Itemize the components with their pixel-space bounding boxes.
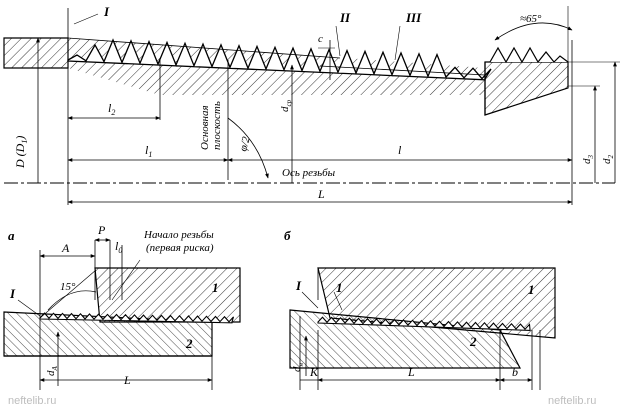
d3-label: d3 (581, 155, 595, 165)
view-b-L-label: L (407, 365, 415, 379)
base-plane-label-2: плоскость (211, 101, 223, 150)
c-label: c (318, 33, 323, 45)
zone-iii-label: III (405, 10, 422, 25)
zone-ii-label: II (339, 10, 351, 25)
angle-65-label: ≈65° (520, 13, 542, 25)
watermark-left: neftelib.ru (8, 395, 56, 407)
phi-label: φ/2 (237, 135, 253, 153)
view-a-coupling (94, 267, 241, 323)
dA-label: dA (45, 366, 59, 377)
thread-axis-label: Ось резьбы (282, 167, 336, 179)
watermark-right: neftelib.ru (548, 395, 596, 407)
coupling-teeth (489, 46, 569, 64)
l1-label: l1 (145, 143, 152, 159)
angle-15-label: 15° (60, 281, 76, 293)
l2-label: l2 (108, 101, 115, 117)
view-a-thread-profile (39, 312, 235, 324)
view-b-thread-profile (317, 316, 531, 331)
D-label: D (D1) (13, 136, 29, 169)
view-b-part-1: 1 (528, 282, 535, 297)
K-label: K (309, 365, 319, 379)
A-label: A (61, 241, 70, 255)
thread-start-note-2: (первая риска) (146, 242, 214, 254)
view-b-label: б (284, 228, 291, 243)
view-a-part-1: 1 (212, 280, 219, 295)
thread-start-note-1: Начало резьбы (143, 229, 214, 241)
pipe-body (3, 37, 69, 69)
dn-label: dн (291, 363, 305, 373)
d-sr-label: dср (279, 99, 293, 112)
base-plane-label-1: Основная (199, 105, 211, 150)
l-label: l (398, 143, 402, 157)
coupling-section (484, 61, 569, 116)
total-L-label: L (317, 187, 325, 201)
view-a-zone-i: I (9, 286, 16, 301)
d2-label: d2 (601, 155, 615, 165)
view-b-part-2: 2 (469, 334, 477, 349)
view-b-part-1b: 1 (336, 280, 343, 295)
view-b: б I 1 1 2 K L b dн (284, 228, 556, 390)
view-a: а A P l0 15° I 1 2 L dA Начало резьбы (п… (3, 223, 241, 390)
b-label: b (512, 365, 518, 379)
view-a-part-2: 2 (185, 336, 193, 351)
view-a-L-label: L (123, 373, 131, 387)
top-view: I II III ≈65° c l2 l1 l L Ось резьбы D (… (3, 4, 620, 205)
view-b-zone-i: I (295, 278, 302, 293)
P-label: P (97, 223, 106, 237)
view-a-label: а (8, 228, 15, 243)
l0-label: l0 (115, 239, 122, 255)
zone-i-label: I (103, 4, 110, 19)
